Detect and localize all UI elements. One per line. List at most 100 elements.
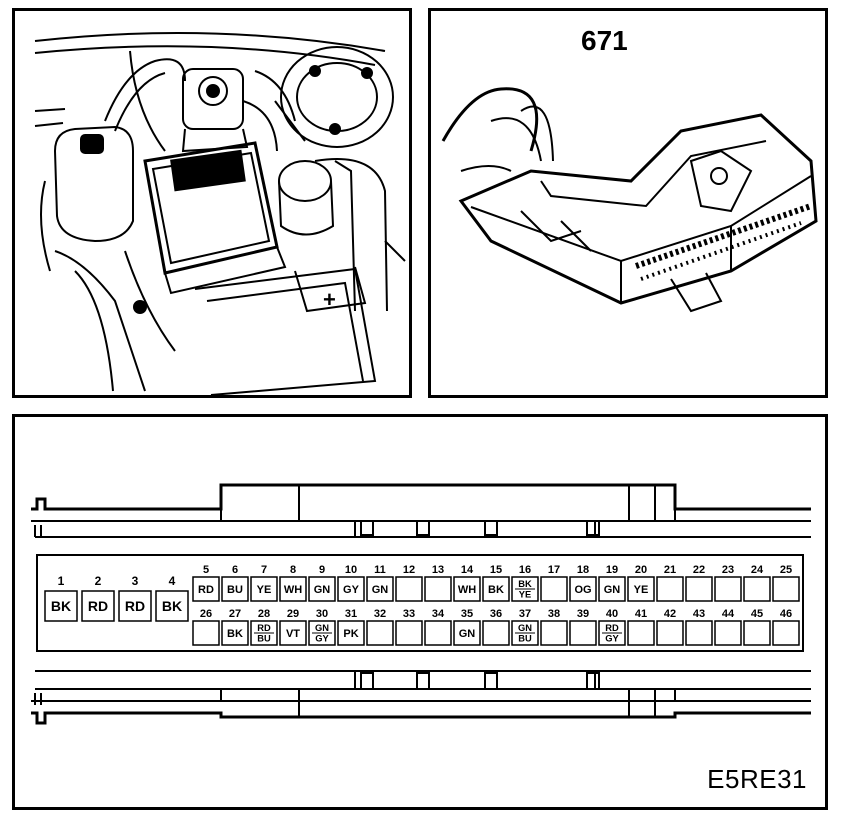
pin-26: 26 xyxy=(192,608,220,646)
pin-wire-color: RD xyxy=(125,598,145,614)
pin-32: 32 xyxy=(366,608,394,646)
pin-1: 1BK xyxy=(44,574,78,622)
pin-box xyxy=(482,620,510,646)
pin-22: 22 xyxy=(685,564,713,602)
pin-box xyxy=(424,576,452,602)
pin-number: 15 xyxy=(490,564,502,576)
pin-23: 23 xyxy=(714,564,742,602)
pin-wire-color: RD xyxy=(257,623,271,633)
pin-number: 32 xyxy=(374,608,386,620)
diagram-code: E5RE31 xyxy=(707,764,807,794)
pin-13: 13 xyxy=(424,564,452,602)
pin-wire-color: BK xyxy=(162,598,182,614)
pin-number: 18 xyxy=(577,564,589,576)
pin-9: 9GN xyxy=(308,564,336,602)
pin-wire-color: YE xyxy=(519,589,531,599)
pin-45: 45 xyxy=(743,608,771,646)
pin-box xyxy=(366,620,394,646)
pin-wire-color: RD xyxy=(88,598,108,614)
pin-wire-color: GN xyxy=(372,584,389,596)
pin-34: 34 xyxy=(424,608,452,646)
pin-44: 44 xyxy=(714,608,742,646)
pin-number: 26 xyxy=(200,608,212,620)
pin-wire-color: GY xyxy=(343,584,360,596)
pin-7: 7YE xyxy=(250,564,278,602)
pin-number: 23 xyxy=(722,564,734,576)
pin-box xyxy=(453,576,481,602)
pin-box xyxy=(685,576,713,602)
pin-number: 13 xyxy=(432,564,444,576)
pin-number: 24 xyxy=(751,564,764,576)
pin-wire-color: GN xyxy=(459,628,476,640)
pin-wire-color: WH xyxy=(458,584,476,596)
pin-wire-color: BK xyxy=(518,579,532,589)
housing-top-edge xyxy=(31,483,811,511)
pin-wire-color: GY xyxy=(315,633,329,643)
pin-box xyxy=(540,576,568,602)
pin-42: 42 xyxy=(656,608,684,646)
pin-wire-color: GY xyxy=(605,633,619,643)
unit-number: 671 xyxy=(581,25,628,56)
pin-number: 45 xyxy=(751,608,763,620)
pin-box xyxy=(685,620,713,646)
pin-wire-color: GN xyxy=(518,623,532,633)
pin-number: 46 xyxy=(780,608,792,620)
pin-number: 11 xyxy=(374,564,386,576)
pin-6: 6BU xyxy=(221,564,249,602)
pin-box xyxy=(308,576,336,602)
pin-box xyxy=(337,620,365,646)
pin-wire-color: PK xyxy=(343,628,358,640)
pin-number: 14 xyxy=(461,564,474,576)
pin-box xyxy=(598,576,626,602)
pin-box xyxy=(221,620,249,646)
pin-box xyxy=(482,576,510,602)
pin-number: 22 xyxy=(693,564,705,576)
pin-41: 41 xyxy=(627,608,655,646)
pin-number: 37 xyxy=(519,608,531,620)
pin-box xyxy=(192,620,220,646)
pin-number: 19 xyxy=(606,564,618,576)
pin-box xyxy=(743,576,771,602)
pin-2: 2RD xyxy=(81,574,115,622)
pin-wire-color: YE xyxy=(257,584,272,596)
pin-number: 33 xyxy=(403,608,415,620)
pin-3: 3RD xyxy=(118,574,152,622)
pin-box xyxy=(772,576,800,602)
pin-number: 40 xyxy=(606,608,618,620)
pin-number: 36 xyxy=(490,608,502,620)
pin-number: 16 xyxy=(519,564,531,576)
pin-number: 27 xyxy=(229,608,241,620)
pin-number: 39 xyxy=(577,608,589,620)
pin-number: 43 xyxy=(693,608,705,620)
pin-number: 30 xyxy=(316,608,328,620)
pin-wire-color: GN xyxy=(315,623,329,633)
pin-wire-color: BK xyxy=(227,628,243,640)
pin-number: 42 xyxy=(664,608,676,620)
pin-box xyxy=(221,576,249,602)
pin-box xyxy=(250,576,278,602)
pin-number: 34 xyxy=(432,608,445,620)
pin-wire-color: BK xyxy=(488,584,504,596)
pin-number: 20 xyxy=(635,564,647,576)
pin-wire-color: BU xyxy=(257,633,271,643)
pin-number: 41 xyxy=(635,608,647,620)
engine-bay-illustration: + xyxy=(12,8,412,398)
pin-box xyxy=(627,620,655,646)
pin-number: 3 xyxy=(132,574,139,588)
pin-box xyxy=(337,576,365,602)
pin-wire-color: BK xyxy=(51,598,71,614)
pin-wire-color: BU xyxy=(518,633,532,643)
pin-43: 43 xyxy=(685,608,713,646)
pin-number: 4 xyxy=(169,574,176,588)
pin-wire-color: GN xyxy=(604,584,621,596)
